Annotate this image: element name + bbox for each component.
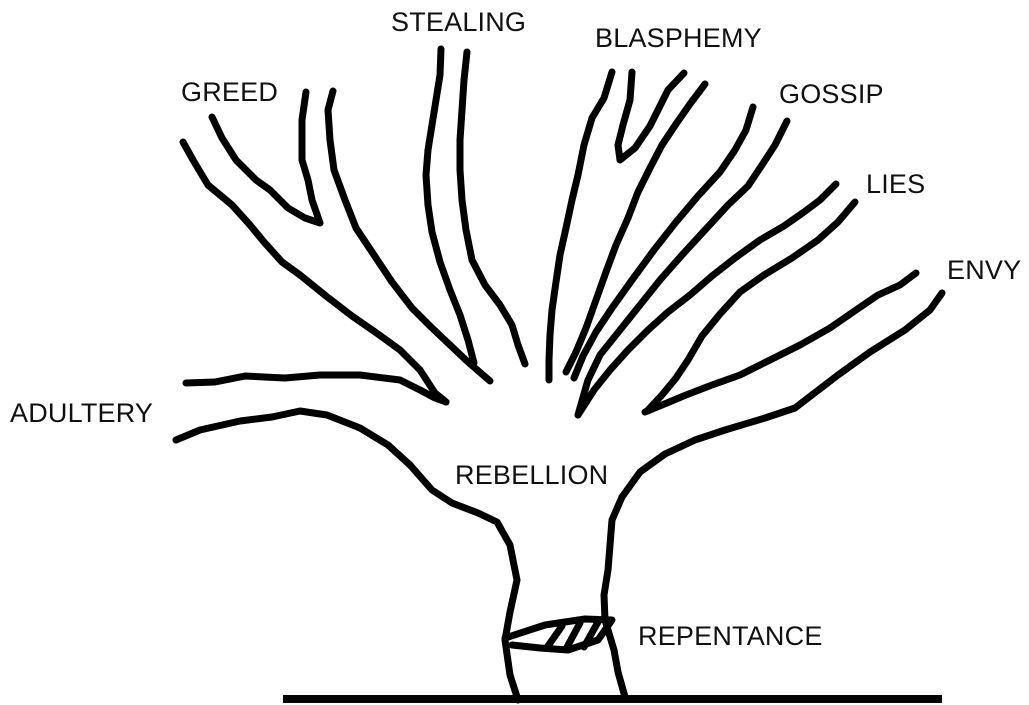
label-greed: GREED xyxy=(181,79,278,106)
branch-greed-outer xyxy=(183,142,446,402)
label-gossip: GOSSIP xyxy=(779,81,884,108)
label-repentance: REPENTANCE xyxy=(638,623,823,650)
branch-envy xyxy=(645,273,916,412)
branch-stealing-left xyxy=(426,49,474,363)
label-stealing: STEALING xyxy=(391,9,526,36)
label-adultery: ADULTERY xyxy=(10,400,153,427)
label-blasphemy: BLASPHEMY xyxy=(595,25,762,52)
branch-blasphemy-fork xyxy=(618,72,684,160)
repentance-band-hatch-1 xyxy=(548,626,562,646)
label-lies: LIES xyxy=(866,171,925,198)
label-envy: ENVY xyxy=(947,257,1021,284)
branch-stealing-right xyxy=(460,52,525,364)
label-rebellion: REBELLION xyxy=(455,462,608,489)
trunk-left-outline xyxy=(176,411,518,700)
branch-adultery xyxy=(186,375,446,402)
